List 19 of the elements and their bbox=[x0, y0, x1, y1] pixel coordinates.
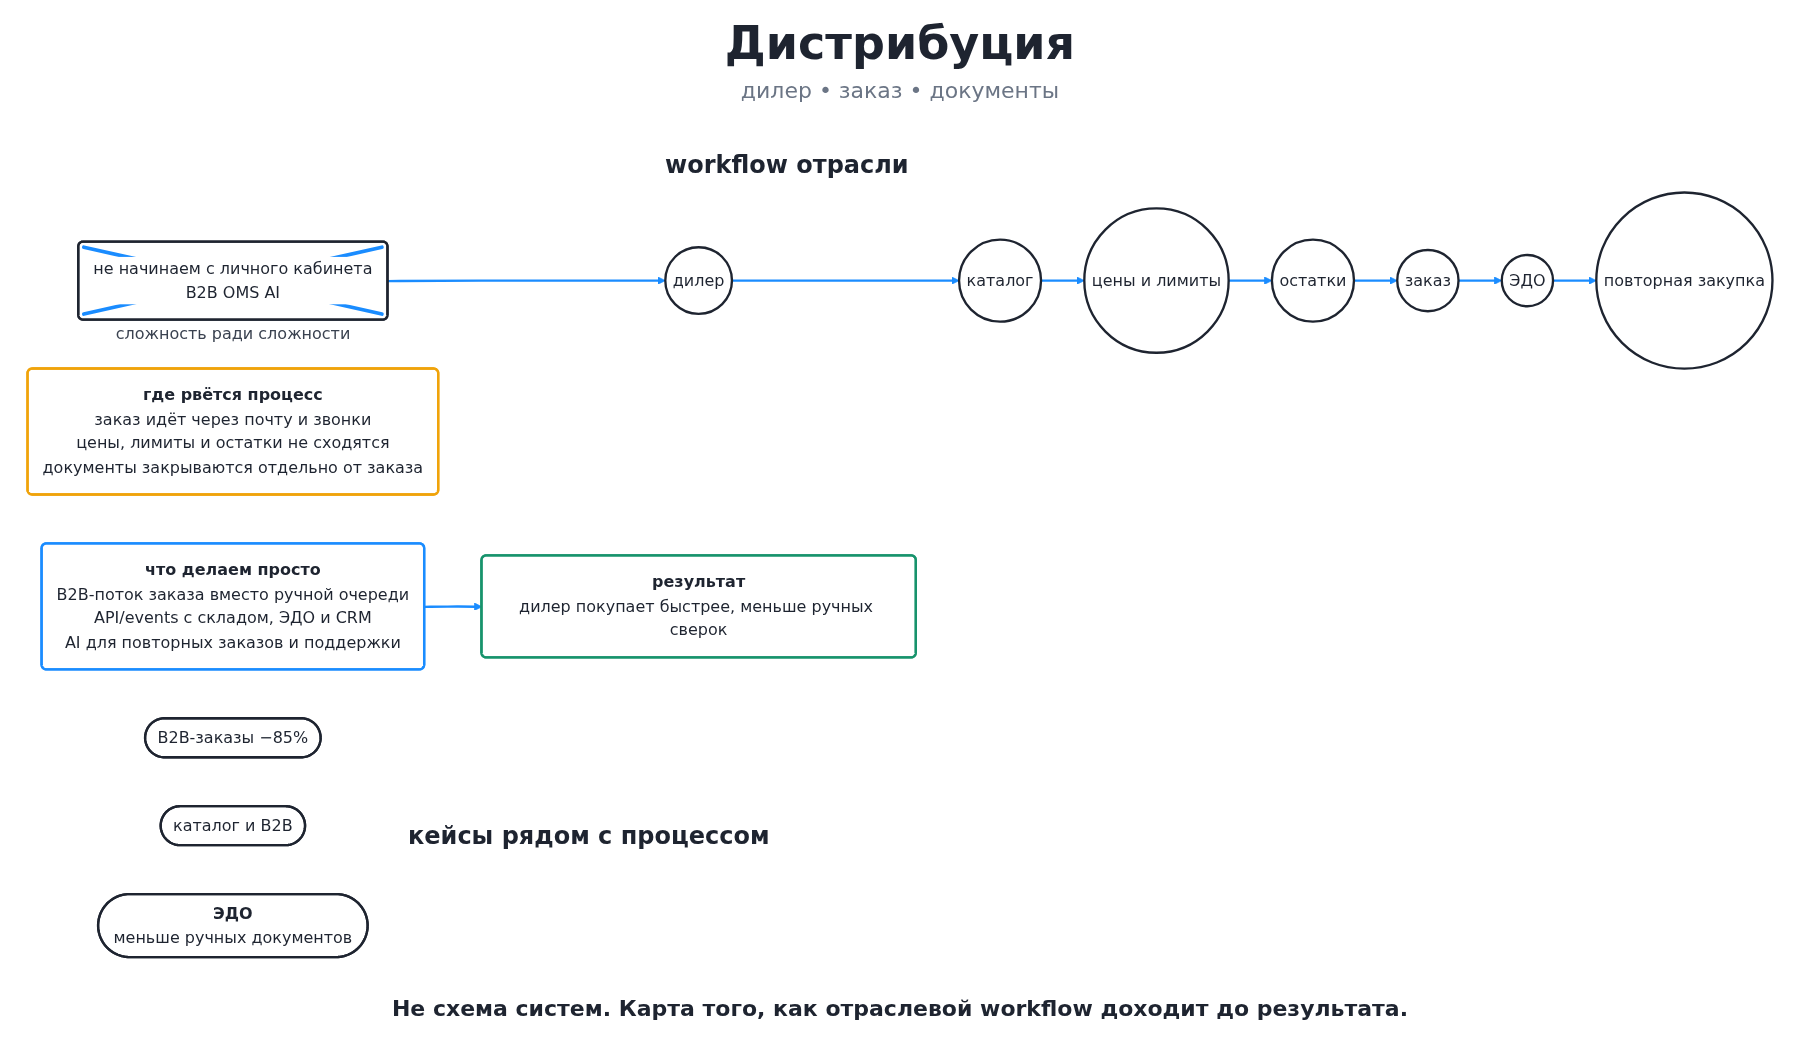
node-circle: остатки bbox=[1270, 238, 1356, 324]
arrow bbox=[387, 276, 666, 285]
subtitle: дилер • заказ • документы bbox=[740, 78, 1060, 103]
node-circle: дилер bbox=[664, 246, 734, 316]
diagram-title: Дистрибуция bbox=[724, 16, 1076, 70]
section-heading: кейсы рядом с процессом bbox=[408, 822, 770, 850]
node-circle: заказ bbox=[1396, 249, 1460, 313]
node-circle: каталог bbox=[957, 238, 1043, 323]
arrow bbox=[1553, 276, 1597, 285]
section-heading: workflow отрасли bbox=[665, 151, 909, 179]
arrow bbox=[1041, 276, 1085, 285]
arrow bbox=[1354, 276, 1398, 285]
caption-text: Не схема систем. Карта того, как отраслевой workflow доходит до результата. bbox=[391, 996, 1409, 1021]
node-circle: цены и лимиты bbox=[1083, 207, 1230, 355]
arrow bbox=[731, 276, 960, 285]
arrow bbox=[1228, 276, 1273, 285]
node-caption: сложность ради сложности bbox=[115, 324, 351, 343]
node-circle: ЭДО bbox=[1500, 254, 1555, 308]
node-circle: повторная закупка bbox=[1595, 191, 1774, 371]
